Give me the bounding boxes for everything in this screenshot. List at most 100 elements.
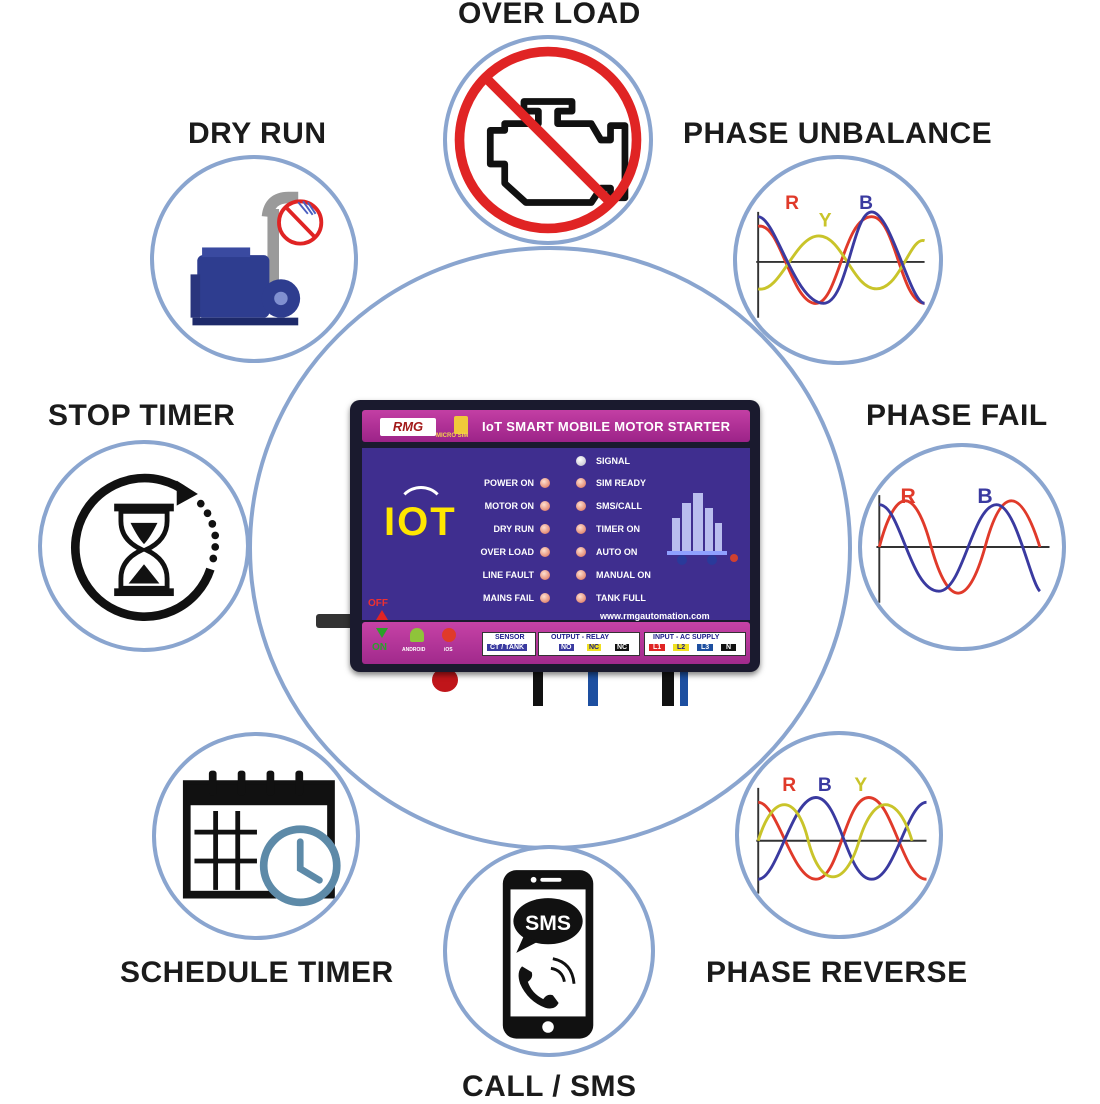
phase-unbalance-circle: R Y B	[733, 155, 943, 365]
device-url: www.rmgautomation.com	[600, 611, 710, 621]
arrow-up-icon	[376, 610, 388, 620]
led-label-power-on: POWER ON	[483, 478, 534, 488]
phase-unbalance-label: PHASE UNBALANCE	[683, 117, 993, 150]
led-mains-fail	[540, 593, 550, 603]
input-l3: L3	[697, 644, 714, 651]
dry-run-label: DRY RUN	[188, 117, 327, 150]
stop-timer-label: STOP TIMER	[48, 399, 236, 432]
led-dry-run	[540, 524, 550, 534]
output-nc1: NC	[587, 644, 602, 651]
cable-right	[662, 666, 674, 706]
phase-fail-circle: R B	[858, 443, 1066, 651]
led-label-sim-ready: SIM READY	[596, 478, 647, 488]
phase-rev-y-letter: Y	[854, 775, 867, 796]
dry-run-circle	[150, 155, 358, 363]
wifi-icon	[396, 486, 446, 536]
phase-b-letter: B	[859, 193, 873, 214]
stop-timer-circle	[38, 440, 250, 652]
arrow-down-icon	[376, 628, 388, 638]
device-led-panel: IOT POWER ON MOTOR ON DRY RUN OVER LOAD …	[362, 448, 750, 620]
led-label-timer-on: TIMER ON	[596, 524, 640, 534]
phase-rev-r-letter: R	[782, 775, 796, 796]
led-label-mains-fail: MAINS FAIL	[483, 593, 534, 603]
schedule-timer-circle	[152, 732, 360, 940]
led-over-load	[540, 547, 550, 557]
over-load-label: OVER LOAD	[458, 0, 641, 30]
phase-fail-b-letter: B	[977, 485, 992, 508]
calendar-clock-icon	[182, 770, 341, 907]
input-label: INPUT - AC SUPPLY	[653, 634, 720, 641]
phase-r-letter: R	[785, 193, 799, 214]
device-title: IoT SMART MOBILE MOTOR STARTER	[482, 419, 731, 434]
led-label-tank-full: TANK FULL	[596, 593, 646, 603]
led-power-on	[540, 478, 550, 488]
led-label-line-fault: LINE FAULT	[482, 570, 534, 580]
led-signal	[576, 456, 586, 466]
phase-unbalance-graph: R Y B	[756, 193, 926, 318]
led-label-over-load: OVER LOAD	[480, 547, 534, 557]
phase-reverse-graph: R B Y	[756, 775, 927, 894]
call-sms-circle: SMS	[443, 845, 655, 1057]
sim-icon	[454, 416, 468, 434]
device-body: RMG IoT SMART MOBILE MOTOR STARTER MICRO…	[350, 400, 760, 672]
led-label-signal: SIGNAL	[596, 456, 631, 466]
engine-crossed-icon	[454, 46, 642, 234]
led-timer-on	[576, 524, 586, 534]
ios-label: iOS	[444, 647, 453, 653]
device-header: RMG IoT SMART MOBILE MOTOR STARTER	[362, 410, 750, 442]
sms-bubble-text: SMS	[525, 912, 571, 935]
led-label-manual-on: MANUAL ON	[596, 570, 651, 580]
led-label-dry-run: DRY RUN	[493, 524, 534, 534]
cable-left	[533, 666, 543, 706]
sensor-value: CT / TANK	[487, 644, 528, 651]
phone-sms-icon: SMS	[502, 870, 594, 1039]
iot-logo: IOT	[384, 500, 457, 544]
device-terminal-strip: OFF ON ANDROID iOS SENSOR CT / TANK OUTP…	[362, 598, 750, 664]
phase-reverse-circle: R B Y	[735, 731, 943, 939]
led-label-sms-call: SMS/CALL	[596, 501, 642, 511]
led-motor-on	[540, 501, 550, 511]
android-label: ANDROID	[402, 647, 426, 653]
city-pump-illustration	[667, 493, 738, 565]
output-box: OUTPUT - RELAY NO NC NC	[538, 632, 640, 656]
phase-fail-label: PHASE FAIL	[866, 399, 1048, 432]
led-label-motor-on: MOTOR ON	[484, 501, 534, 511]
rmg-logo: RMG	[380, 418, 436, 436]
led-tank-full	[576, 593, 586, 603]
output-no: NO	[559, 644, 574, 651]
schedule-timer-label: SCHEDULE TIMER	[120, 956, 394, 989]
led-auto-on	[576, 547, 586, 557]
pump-icon	[190, 191, 324, 326]
input-l1: L1	[649, 644, 666, 651]
motor-starter-device: RMG IoT SMART MOBILE MOTOR STARTER MICRO…	[316, 400, 760, 706]
micro-sim-label: MICRO SIM	[436, 433, 469, 439]
input-l2: L2	[673, 644, 690, 651]
over-load-circle	[443, 35, 653, 245]
input-n: N	[721, 644, 737, 651]
phase-rev-b-letter: B	[818, 775, 832, 796]
led-label-auto-on: AUTO ON	[596, 547, 638, 557]
sensor-label: SENSOR	[495, 634, 525, 641]
toggle-switch[interactable]	[316, 614, 356, 628]
reset-button[interactable]	[432, 668, 458, 692]
cable-mid	[588, 666, 598, 706]
led-line-fault	[540, 570, 550, 580]
output-label: OUTPUT - RELAY	[551, 634, 610, 641]
cable-right2	[680, 666, 688, 706]
led-sim-ready	[576, 478, 586, 488]
phase-fail-r-letter: R	[900, 485, 915, 508]
phase-fail-graph: R B	[876, 485, 1050, 603]
apple-icon	[442, 628, 456, 642]
sensor-box: SENSOR CT / TANK	[482, 632, 536, 656]
phase-y-letter: Y	[819, 210, 832, 231]
led-manual-on	[576, 570, 586, 580]
led-sms-call	[576, 501, 586, 511]
hourglass-icon	[71, 473, 220, 621]
switch-off-label: OFF	[368, 598, 388, 609]
output-nc2: NC	[615, 644, 630, 651]
phase-reverse-label: PHASE REVERSE	[706, 956, 968, 989]
input-box: INPUT - AC SUPPLY L1 L2 L3 N	[644, 632, 746, 656]
android-icon	[410, 628, 424, 642]
switch-on-label: ON	[372, 642, 387, 653]
call-sms-label: CALL / SMS	[462, 1070, 637, 1103]
